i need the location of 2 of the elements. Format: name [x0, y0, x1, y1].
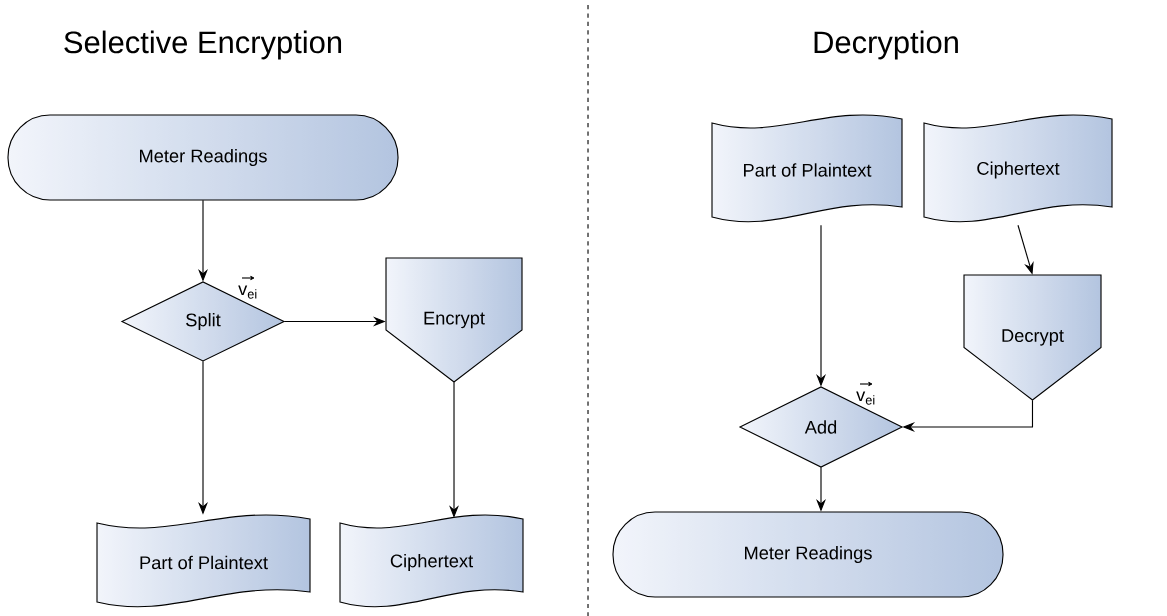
title: Decryption: [814, 30, 958, 60]
title: Selective Encryption: [64, 30, 342, 60]
